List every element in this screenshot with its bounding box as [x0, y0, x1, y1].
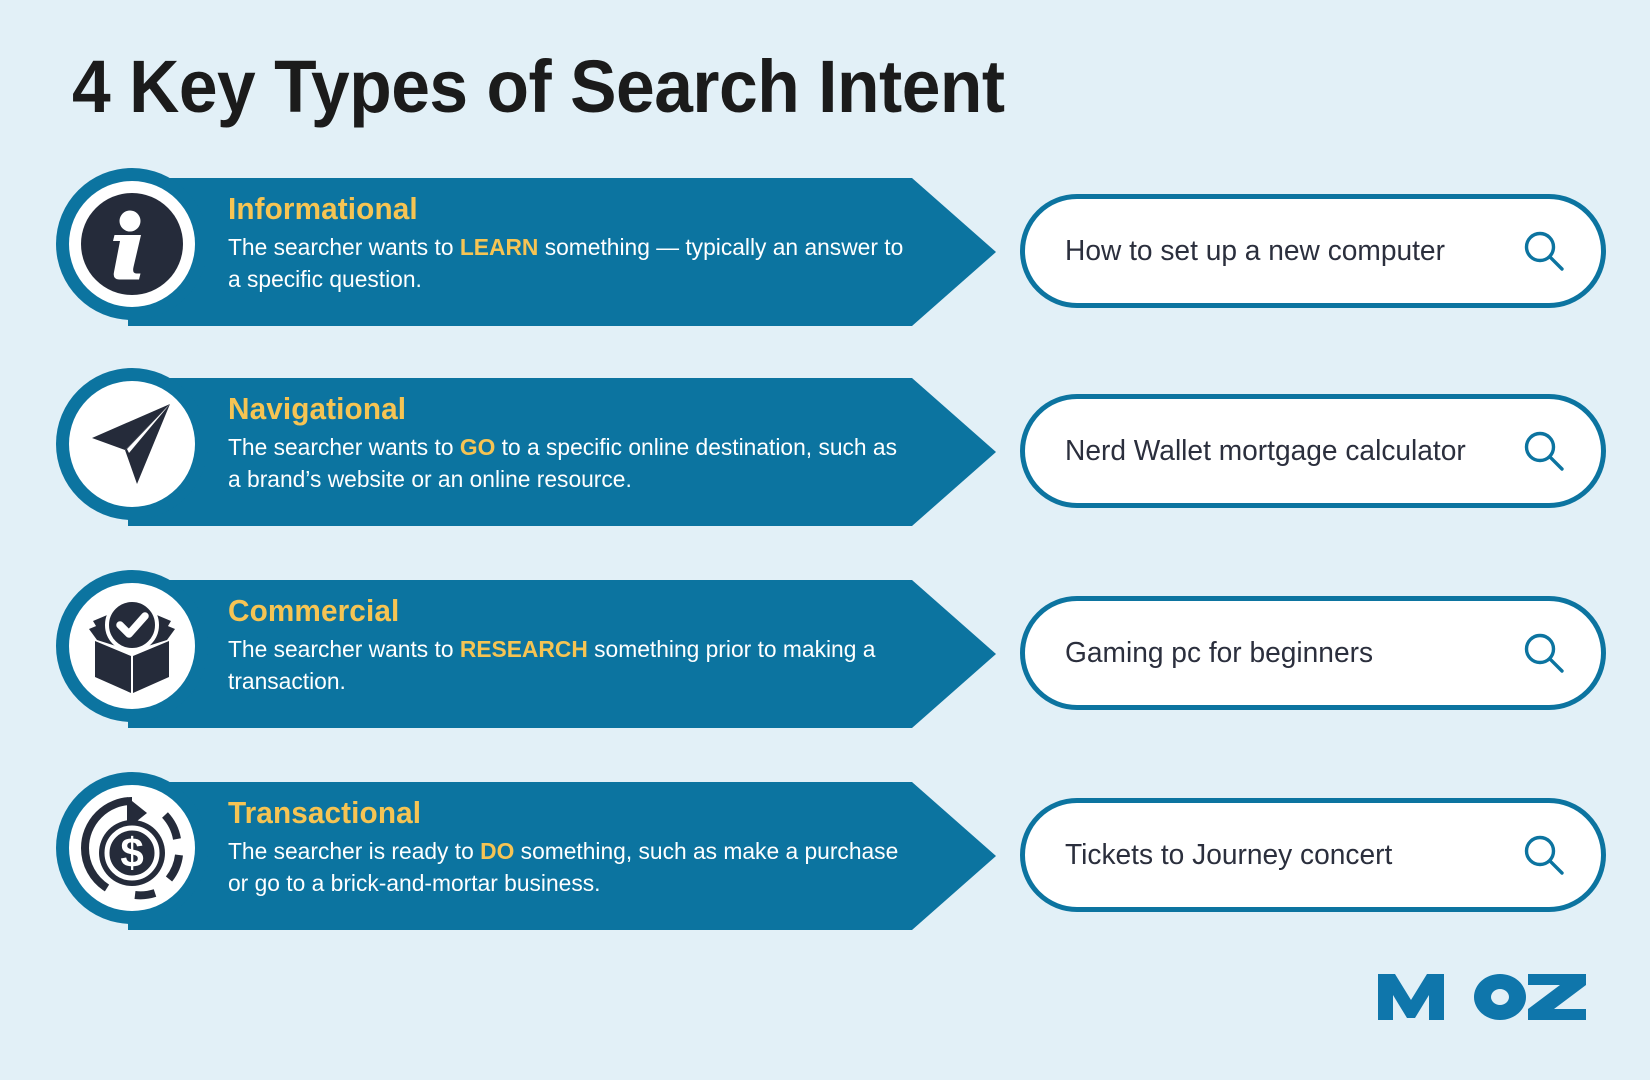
- search-query-text: Gaming pc for beginners: [1065, 636, 1374, 669]
- intent-banner: Informational The searcher wants to LEAR…: [128, 178, 996, 326]
- intent-description: The searcher wants to GO to a specific o…: [228, 432, 907, 496]
- intent-description: The searcher is ready to DO something, s…: [228, 836, 907, 900]
- search-box[interactable]: Gaming pc for beginners: [1020, 596, 1606, 710]
- navigation-arrow-icon: [69, 381, 195, 507]
- description-emphasis: LEARN: [459, 233, 539, 260]
- intent-description: The searcher wants to RESEARCH something…: [228, 634, 907, 698]
- box-check-icon: [69, 583, 195, 709]
- description-after: something prior to making a transaction.: [228, 635, 876, 694]
- description-after: something — typically an answer to a spe…: [228, 233, 904, 292]
- search-query-text: Nerd Wallet mortgage calculator: [1065, 434, 1466, 467]
- intent-heading: Navigational: [228, 391, 407, 426]
- intent-row: Transactional The searcher is ready to D…: [0, 772, 1650, 940]
- intent-heading: Transactional: [228, 795, 422, 830]
- svg-text:$: $: [120, 829, 143, 876]
- intent-description: The searcher wants to LEARN something — …: [228, 232, 907, 296]
- intent-banner: Commercial The searcher wants to RESEARC…: [128, 580, 996, 728]
- intent-row: Navigational The searcher wants to GO to…: [0, 368, 1650, 536]
- description-before: The searcher is ready to: [228, 837, 481, 864]
- search-box[interactable]: Tickets to Journey concert: [1020, 798, 1606, 912]
- page-title: 4 Key Types of Search Intent: [72, 45, 1005, 128]
- description-emphasis: GO: [459, 433, 496, 460]
- intent-row: Informational The searcher wants to LEAR…: [0, 168, 1650, 336]
- intent-heading: Informational: [228, 191, 418, 226]
- description-after: to a specific online destination, such a…: [228, 433, 898, 492]
- search-box[interactable]: How to set up a new computer: [1020, 194, 1606, 308]
- description-after: something, such as make a purchase or go…: [228, 837, 899, 896]
- search-query-text: Tickets to Journey concert: [1065, 838, 1393, 871]
- intent-icon-badge: [56, 168, 208, 320]
- intent-icon-badge: [56, 570, 208, 722]
- intent-icon-badge: $: [56, 772, 208, 924]
- description-before: The searcher wants to: [228, 233, 460, 260]
- magnifier-icon[interactable]: [1521, 428, 1567, 474]
- description-emphasis: DO: [480, 837, 515, 864]
- magnifier-icon[interactable]: [1521, 228, 1567, 274]
- intent-icon-badge: [56, 368, 208, 520]
- description-before: The searcher wants to: [228, 433, 460, 460]
- dollar-refresh-icon: $: [69, 785, 195, 911]
- search-query-text: How to set up a new computer: [1065, 234, 1445, 267]
- search-box[interactable]: Nerd Wallet mortgage calculator: [1020, 394, 1606, 508]
- intent-heading: Commercial: [228, 593, 400, 628]
- description-emphasis: RESEARCH: [459, 635, 588, 662]
- intent-banner: Transactional The searcher is ready to D…: [128, 782, 996, 930]
- magnifier-icon[interactable]: [1521, 832, 1567, 878]
- moz-logo: [1376, 966, 1588, 1028]
- intent-row: Commercial The searcher wants to RESEARC…: [0, 570, 1650, 738]
- info-icon: [69, 181, 195, 307]
- description-before: The searcher wants to: [228, 635, 460, 662]
- intent-banner: Navigational The searcher wants to GO to…: [128, 378, 996, 526]
- magnifier-icon[interactable]: [1521, 630, 1567, 676]
